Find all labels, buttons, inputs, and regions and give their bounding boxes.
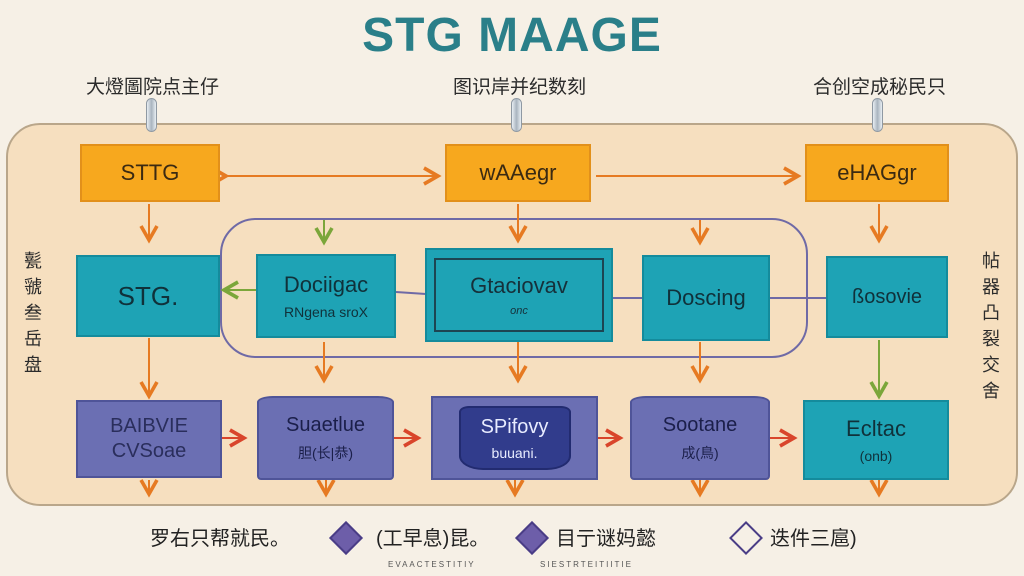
node-r3-3: SPifovy buuani.	[431, 396, 598, 480]
node-r1-center: wAAegr	[445, 144, 591, 202]
node-r3-4: Sootane 成(鳥)	[630, 396, 770, 480]
pin-center	[511, 98, 522, 132]
node-r3-1: BAIBVIE CVSoae	[76, 400, 222, 478]
top-label-center: 图识岸并纪数刻	[453, 77, 587, 98]
node-r3-5: Ecltac (onb)	[803, 400, 949, 480]
node-r1-left: STTG	[80, 144, 220, 202]
node-r2-2: Dociigac RNgena sroX	[256, 254, 396, 338]
fine-print-1: EVAACTESTITIY	[388, 560, 476, 569]
node-r2-3-inner: Gtaciovav onc	[434, 258, 604, 332]
node-r2-5: ßosovie	[826, 256, 948, 338]
node-r2-1: STG.	[76, 255, 220, 337]
top-label-right: 合创空成秘民只	[813, 77, 947, 98]
side-label-right: 帖 器 凸 裂 交 舍	[982, 251, 1000, 401]
legend-item-2: (工早息)昆。	[376, 528, 490, 550]
node-r2-3: Gtaciovav onc	[425, 248, 613, 342]
fine-print-2: SIESTRTEITIITIE	[540, 560, 633, 569]
diagram-title: STG MAAGE	[362, 9, 662, 62]
node-r2-4: Doscing	[642, 255, 770, 341]
node-r3-3-drum: SPifovy buuani.	[458, 406, 571, 470]
legend-item-4: 迭件三扈)	[770, 528, 857, 550]
side-label-left: 甏 虢 叁 岳 盘	[24, 251, 42, 375]
top-label-left: 大燈圖院点主仔	[86, 77, 220, 98]
node-r1-right: eHAGgr	[805, 144, 949, 202]
pin-right	[872, 98, 883, 132]
node-r3-2: Suaetlue 胆(长|恭)	[257, 396, 394, 480]
pin-left	[146, 98, 157, 132]
legend-item-3: 目亍谜妈懿	[556, 528, 656, 550]
legend-item-1: 罗右只帮就民。	[150, 528, 290, 550]
